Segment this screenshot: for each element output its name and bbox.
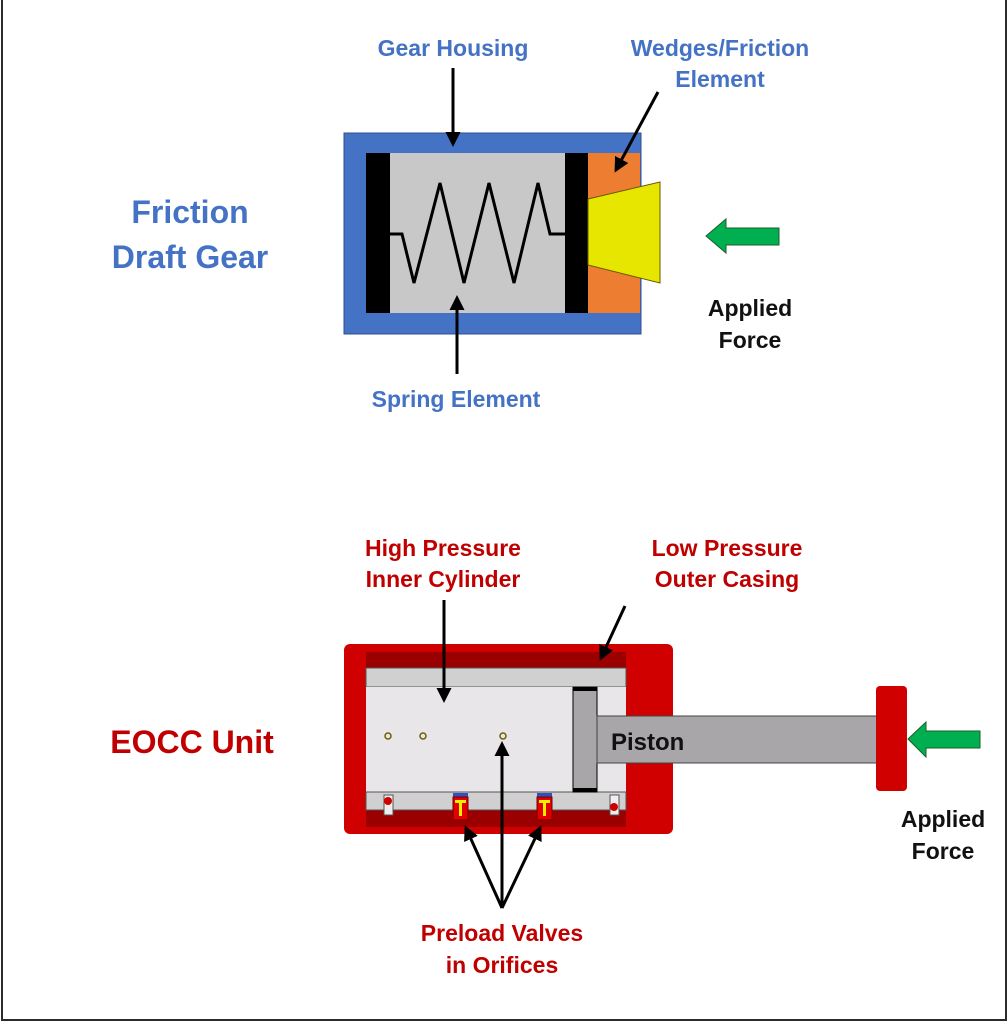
eocc-applied-force-label-line2: Force (912, 838, 975, 864)
friction-draft-gear: Friction Draft Gear Gear Housing Wedges/… (112, 35, 810, 412)
friction-draft-gear-title-line1: Friction (131, 194, 248, 230)
applied-force-label-line2: Force (719, 327, 782, 353)
low-pressure-label-line2: Outer Casing (655, 566, 799, 592)
piston-end-cap (876, 686, 907, 791)
end-valve-left (383, 794, 394, 816)
piston-head-top-band (573, 687, 597, 691)
piston-label: Piston (611, 729, 684, 756)
inner-cylinder-bottom-wall (365, 791, 627, 811)
inner-cylinder-top-wall (365, 667, 627, 688)
preload-valve-2 (536, 793, 553, 821)
left-end-plate (366, 153, 390, 313)
orifice-1 (384, 732, 392, 740)
low-pressure-label-line1: Low Pressure (652, 535, 803, 561)
wedges-leader (614, 91, 660, 173)
spring-element-label: Spring Element (372, 386, 541, 412)
preload-valves-label-line1: Preload Valves (421, 920, 583, 946)
preload-leader-left (464, 825, 504, 909)
applied-force-arrow-icon (705, 217, 780, 255)
eocc-unit-title: EOCC Unit (110, 724, 274, 760)
spring-coil (390, 182, 565, 284)
piston-rod (596, 715, 878, 764)
piston-head-bottom-band (573, 788, 597, 792)
preload-leader-right (500, 825, 542, 909)
wedge (587, 181, 661, 284)
wedges-label-line2: Element (675, 66, 765, 92)
preload-valves-label-line2: in Orifices (446, 952, 558, 978)
applied-force-arrow-icon (907, 720, 981, 759)
eocc-unit: EOCC Unit (110, 535, 985, 978)
high-pressure-label-line2: Inner Cylinder (366, 566, 521, 592)
eocc-applied-force-label-line1: Applied (901, 806, 985, 832)
piston-head (572, 686, 598, 793)
orifice-3 (499, 732, 507, 740)
low-pressure-leader (599, 605, 627, 661)
orifice-2 (419, 732, 427, 740)
gear-housing-label: Gear Housing (378, 35, 529, 61)
applied-force-label-line1: Applied (708, 295, 792, 321)
high-pressure-label-line1: High Pressure (365, 535, 521, 561)
preload-valve-1 (452, 793, 469, 821)
friction-draft-gear-title-line2: Draft Gear (112, 239, 269, 275)
wedges-label-line1: Wedges/Friction (631, 35, 810, 61)
end-valve-right (609, 794, 620, 816)
right-follower-plate (565, 153, 588, 313)
